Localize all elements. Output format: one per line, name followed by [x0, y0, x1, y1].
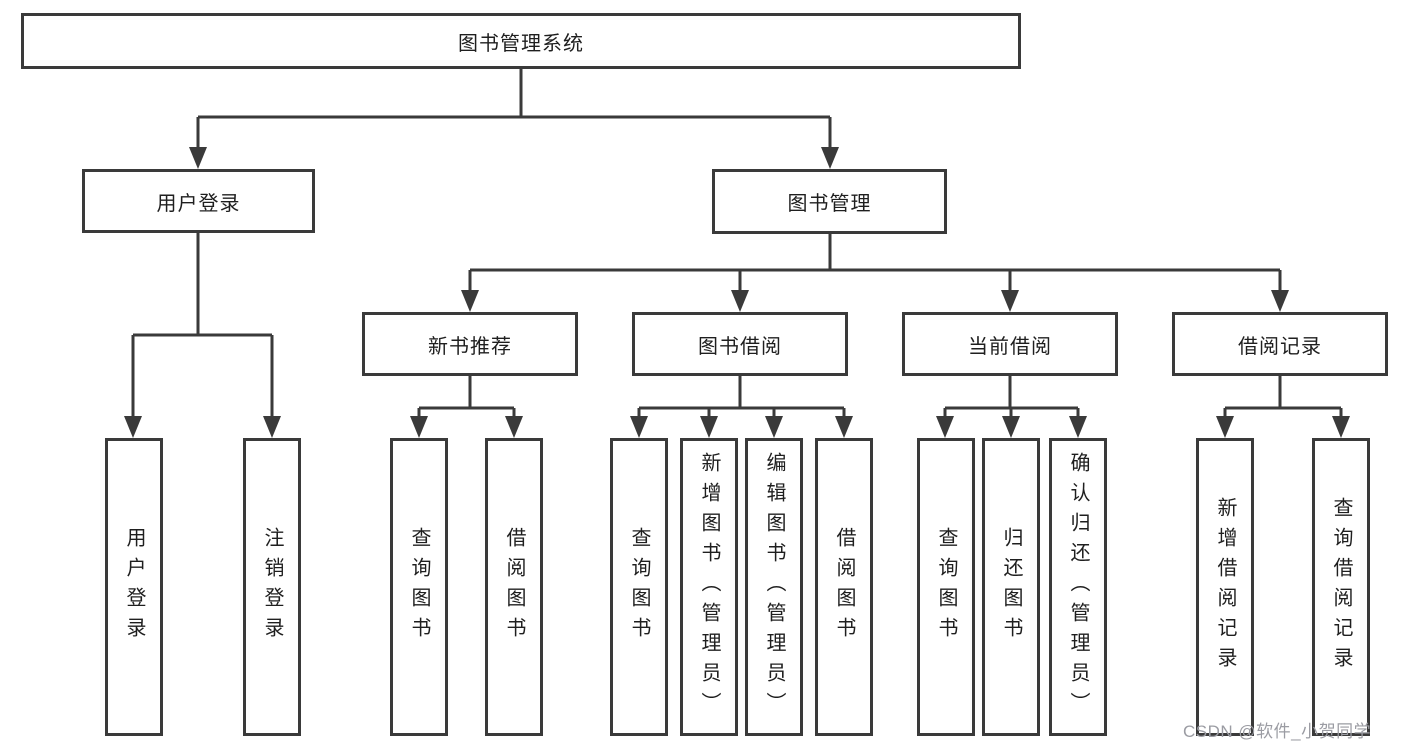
leaf-confirm-return-admin: 确认归还（管理员） — [1049, 438, 1107, 736]
leaf-return-books-label: 归还图书 — [1000, 527, 1022, 647]
node-current-borrow: 当前借阅 — [902, 312, 1118, 376]
leaf-confirm-return-admin-label: 确认归还（管理员） — [1067, 452, 1089, 722]
arrow-down-icon — [1271, 290, 1289, 312]
node-root: 图书管理系统 — [21, 13, 1021, 69]
arrow-down-icon — [263, 416, 281, 438]
leaf-query-borrow-record-label: 查询借阅记录 — [1330, 497, 1352, 677]
arrow-down-icon — [505, 416, 523, 438]
node-book-management: 图书管理 — [712, 169, 947, 234]
leaf-borrow-books: 借阅图书 — [815, 438, 873, 736]
leaf-add-borrow-record: 新增借阅记录 — [1196, 438, 1254, 736]
leaf-borrow-books-recommend-label: 借阅图书 — [503, 527, 525, 647]
arrow-down-icon — [821, 147, 839, 169]
node-borrow-records-label: 借阅记录 — [1238, 335, 1322, 358]
leaf-query-books-borrow-label: 查询图书 — [628, 527, 650, 647]
connector-newbook-split — [417, 376, 516, 420]
arrow-down-icons — [124, 147, 1350, 438]
connector-records-split — [1223, 374, 1343, 420]
arrow-down-icon — [1001, 290, 1019, 312]
connector-bookborrow-split — [637, 376, 846, 420]
leaf-add-books-admin: 新增图书（管理员） — [680, 438, 738, 736]
leaf-add-borrow-record-label: 新增借阅记录 — [1214, 497, 1236, 677]
leaf-logout-label: 注销登录 — [261, 527, 283, 647]
node-new-book-recommend: 新书推荐 — [362, 312, 578, 376]
leaf-user-login-label: 用户登录 — [123, 527, 145, 647]
node-user-login: 用户登录 — [82, 169, 315, 233]
node-user-login-label: 用户登录 — [156, 192, 241, 215]
leaf-borrow-books-recommend: 借阅图书 — [485, 438, 543, 736]
leaf-edit-books-admin: 编辑图书（管理员） — [745, 438, 803, 736]
leaf-query-books-recommend-label: 查询图书 — [408, 527, 430, 647]
arrow-down-icon — [630, 416, 648, 438]
leaf-logout: 注销登录 — [243, 438, 301, 736]
connector-root-to-level2 — [196, 69, 832, 150]
leaf-query-books-current-label: 查询图书 — [935, 527, 957, 647]
leaf-return-books: 归还图书 — [982, 438, 1040, 736]
arrow-down-icon — [1216, 416, 1234, 438]
leaf-query-books-current: 查询图书 — [917, 438, 975, 736]
leaf-user-login: 用户登录 — [105, 438, 163, 736]
leaf-query-books-borrow: 查询图书 — [610, 438, 668, 736]
connector-bookmgmt-to-level3 — [468, 234, 1282, 294]
arrow-down-icon — [835, 416, 853, 438]
node-book-borrow-label: 图书借阅 — [698, 335, 782, 358]
arrow-down-icon — [410, 416, 428, 438]
node-borrow-records: 借阅记录 — [1172, 312, 1388, 376]
node-book-management-label: 图书管理 — [787, 193, 872, 215]
leaf-query-books-recommend: 查询图书 — [390, 438, 448, 736]
arrow-down-icon — [1002, 416, 1020, 438]
node-book-borrow: 图书借阅 — [632, 312, 848, 376]
arrow-down-icon — [1069, 416, 1087, 438]
arrow-down-icon — [461, 290, 479, 312]
leaf-edit-books-admin-label: 编辑图书（管理员） — [763, 452, 785, 722]
arrow-down-icon — [124, 416, 142, 438]
leaf-borrow-books-label: 借阅图书 — [833, 527, 855, 647]
arrow-down-icon — [700, 416, 718, 438]
arrow-down-icon — [731, 290, 749, 312]
node-new-book-recommend-label: 新书推荐 — [428, 335, 512, 358]
node-current-borrow-label: 当前借阅 — [968, 335, 1052, 358]
leaf-query-borrow-record: 查询借阅记录 — [1312, 438, 1370, 736]
arrow-down-icon — [936, 416, 954, 438]
connector-userlogin-to-leaves — [131, 233, 274, 420]
leaf-add-books-admin-label: 新增图书（管理员） — [698, 452, 720, 722]
connector-currentborrow-split — [943, 376, 1080, 420]
node-root-label: 图书管理系统 — [458, 32, 584, 55]
arrow-down-icon — [1332, 416, 1350, 438]
csdn-watermark: CSDN @软件_小贺同学 — [1183, 722, 1372, 741]
arrow-down-icon — [189, 147, 207, 169]
arrow-down-icon — [765, 416, 783, 438]
